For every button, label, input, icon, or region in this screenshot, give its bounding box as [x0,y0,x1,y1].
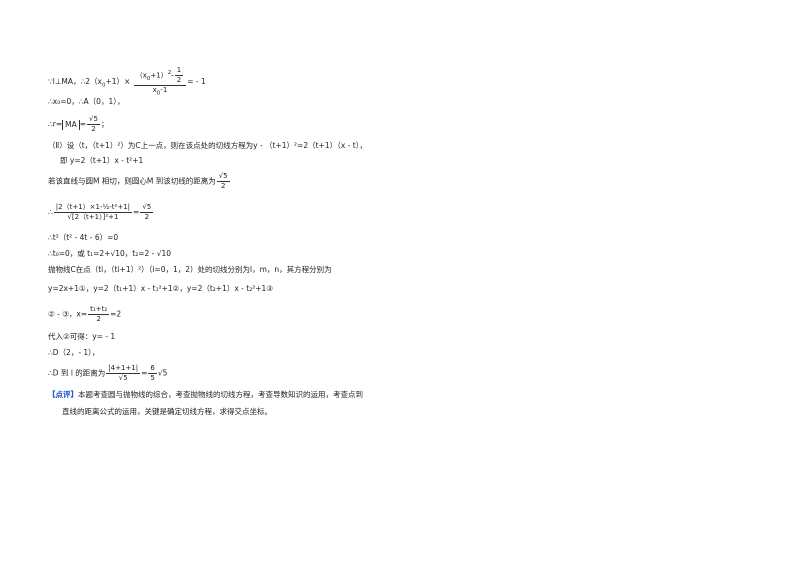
text: +1） [150,71,168,80]
solution-line-14: ∴D（2，- 1）， [48,348,100,357]
fraction-numerator: √5 [216,172,230,182]
fraction-denominator: √[2（t+1）]²+1 [67,213,119,221]
fraction-denominator: x0-1 [134,86,186,98]
text: ∴ [48,207,53,217]
text: +1）× [105,77,131,87]
text: √5 [157,368,168,378]
fraction-numerator: |2（t+1）×1-½-t²+1| [53,203,133,213]
solution-line-5: 即 y=2（t+1）x - t²+1 [60,156,144,165]
solution-line-8: ∴t²（t² - 4t - 6）=0 [48,233,119,242]
text: -1 [160,86,168,94]
text: 2 [167,70,172,77]
text: 本题考查圆与抛物线的综合，考查抛物线的切线方程，考查导数知识的运用，考查点到 [78,390,363,399]
text: - [171,71,174,80]
fraction-denominator: √5 [118,374,128,382]
fraction-numerator: |4+1+1| [106,364,141,374]
text: = - 1 [187,77,206,87]
fraction-denominator: 2 [91,125,96,133]
fraction-denominator: 5 [150,374,155,382]
solution-line-10: 抛物线C在点（ti，（ti+1）²）（i=0，1，2）处的切线分别为l，m，n，… [48,265,332,274]
fraction: |2（t+1）×1-½-t²+1|√[2（t+1）]²+1 [53,203,133,222]
text: ； [100,119,109,129]
text: 0 [101,82,106,89]
fraction-denominator: 2 [144,213,150,221]
text: ∴r= [48,119,63,129]
fraction-numerator: √5 [87,115,100,125]
fraction-numerator: √5 [140,203,154,213]
review-line-1: 【点评】本题考查圆与抛物线的综合，考查抛物线的切线方程，考查导数知识的运用，考查… [48,390,363,400]
fraction-denominator: 2 [176,76,182,84]
text: 0 [146,75,151,82]
solution-line-13: 代入②可得：y= - 1 [48,332,116,341]
solution-line-11: y=2x+1①，y=2（t₁+1）x - t₁²+1②，y=2（t₂+1）x -… [48,284,273,293]
fraction-numerator: 6 [148,364,157,374]
text: 0 [156,90,161,97]
text: =2 [110,309,122,319]
text: （x [135,71,147,80]
review-line-2: 直线的距离公式的运用，关键是确定切线方程，求得交点坐标。 [62,407,272,416]
text: = [79,119,87,129]
text: x [152,86,157,94]
fraction-denominator: 2 [220,182,226,190]
text: = [133,207,140,217]
text: 若该直线与圆M 相切，则圆心M 到该切线的距离为 [48,176,216,186]
review-tag: 【点评】 [48,390,78,399]
text: = [141,368,148,378]
fraction-numerator: 1 [174,66,184,76]
absolute-value: MA [62,119,80,130]
fraction-numerator: t₁+t₂ [88,305,110,315]
text: ② - ③，x= [48,309,88,319]
solution-line-4: （Ⅱ）设（t，（t+1）²）为C上一点，则在该点处的切线方程为y - （t+1）… [48,141,367,150]
text: ∵l⊥MA，∴2（x [48,77,102,87]
solution-line-9: ∴t₀=0，或 t₁=2+√10，t₂=2 - √10 [48,249,172,258]
fraction: |4+1+1|√5 [106,364,141,383]
solution-line-2: ∴x₀=0，∴A（0，1）， [48,97,125,106]
text: ∴D 到 l 的距离为 [48,368,106,378]
fraction-denominator: 2 [96,315,101,323]
